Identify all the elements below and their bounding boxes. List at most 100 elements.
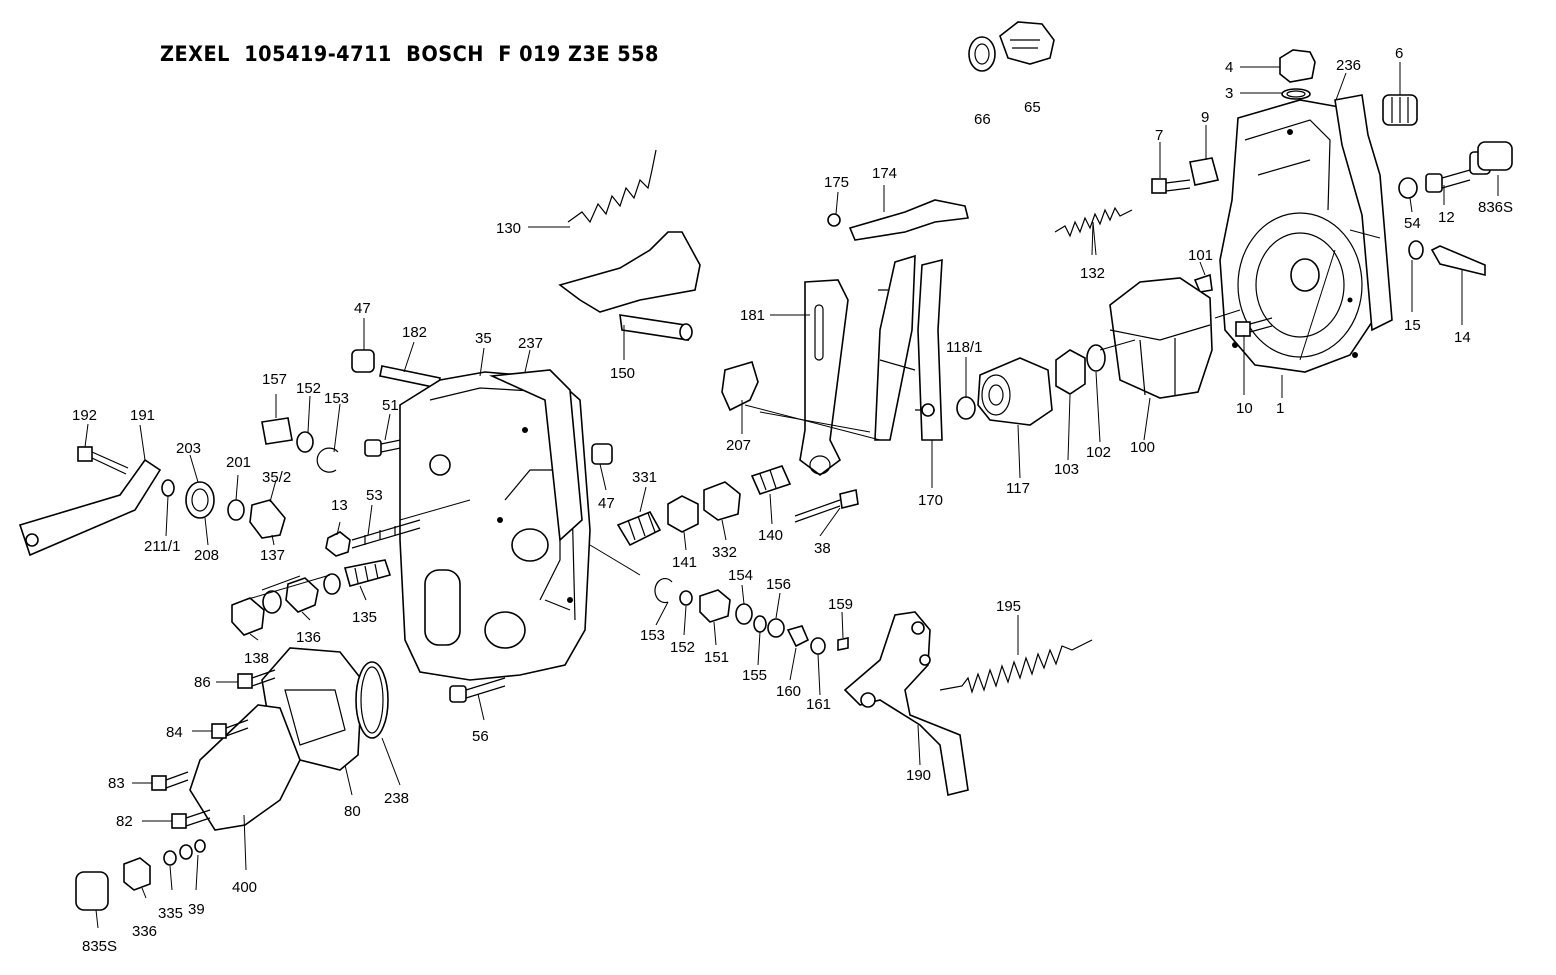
callout-400: 400 xyxy=(232,879,257,896)
callout-191: 191 xyxy=(130,407,155,424)
callout-336: 336 xyxy=(132,923,157,940)
bolt-10-drawing xyxy=(1235,317,1273,337)
callout-4: 4 xyxy=(1225,59,1233,76)
callout-159: 159 xyxy=(828,596,853,613)
plug-6-drawing xyxy=(1382,94,1418,126)
spring-130-drawing xyxy=(567,149,657,224)
screw-53-drawing xyxy=(325,499,471,557)
callout-leaders xyxy=(84,62,1499,929)
callout-9: 9 xyxy=(1201,109,1209,126)
spring-195-drawing xyxy=(939,639,1093,695)
callout-211-1: 211/1 xyxy=(144,538,180,555)
callout-152b: 152 xyxy=(670,639,695,656)
plunger-135-drawing xyxy=(231,559,392,636)
link-181-drawing xyxy=(799,279,849,476)
callout-155: 155 xyxy=(742,667,767,684)
plug-4-drawing xyxy=(1279,49,1316,100)
callout-1: 1 xyxy=(1276,400,1284,417)
callout-82: 82 xyxy=(116,813,133,830)
callout-170: 170 xyxy=(918,492,943,509)
callout-118-1: 118/1 xyxy=(946,339,982,356)
lever-170-drawing xyxy=(874,254,943,441)
callout-157: 157 xyxy=(262,371,287,388)
callout-201: 201 xyxy=(226,454,251,471)
lever-150-drawing xyxy=(558,231,701,341)
callout-836s: 836S xyxy=(1478,199,1513,216)
callout-12: 12 xyxy=(1438,209,1455,226)
nut-54-drawing xyxy=(1398,177,1418,199)
cap-835s-drawing xyxy=(75,839,206,911)
bolt-56-drawing xyxy=(449,677,506,703)
callout-101: 101 xyxy=(1188,247,1213,264)
callout-238: 238 xyxy=(384,790,409,807)
callout-6: 6 xyxy=(1395,45,1403,62)
callout-207: 207 xyxy=(726,437,751,454)
callout-195: 195 xyxy=(996,598,1021,615)
clip-207-drawing xyxy=(721,361,881,441)
callout-54: 54 xyxy=(1404,215,1421,232)
callout-38: 38 xyxy=(814,540,831,557)
callout-132: 132 xyxy=(1080,265,1105,282)
callout-53: 53 xyxy=(366,487,383,504)
callout-136: 136 xyxy=(296,629,321,646)
callout-86: 86 xyxy=(194,674,211,691)
callout-331: 331 xyxy=(632,469,657,486)
callout-80: 80 xyxy=(344,803,361,820)
callout-7: 7 xyxy=(1155,127,1163,144)
callout-237: 237 xyxy=(518,335,543,352)
gasket-236-drawing xyxy=(1334,94,1393,332)
callout-13: 13 xyxy=(331,497,348,514)
cap-47b-drawing xyxy=(591,443,613,465)
callout-335: 335 xyxy=(158,905,183,922)
callout-154: 154 xyxy=(728,567,753,584)
housing-1-drawing xyxy=(1219,99,1386,373)
callout-47: 47 xyxy=(354,300,371,317)
parts-151-161-drawing xyxy=(589,544,826,655)
callout-192: 192 xyxy=(72,407,97,424)
key-101-drawing xyxy=(1193,273,1213,293)
cap-47-drawing xyxy=(351,349,441,389)
spring-132-drawing xyxy=(1054,206,1133,238)
callout-66: 66 xyxy=(974,111,991,128)
callout-35: 35 xyxy=(475,330,492,347)
callout-181: 181 xyxy=(740,307,765,324)
pin-159-drawing xyxy=(837,637,849,651)
fitting-35-2-drawing xyxy=(161,479,286,539)
callout-35-2: 35/2 xyxy=(262,469,291,486)
callout-56: 56 xyxy=(472,728,489,745)
callout-153b: 153 xyxy=(640,627,665,644)
callout-15: 15 xyxy=(1404,317,1421,334)
callout-137: 137 xyxy=(260,547,285,564)
washer-118-1-drawing xyxy=(956,396,976,420)
lever-191-drawing xyxy=(18,446,162,557)
callout-14: 14 xyxy=(1454,329,1471,346)
spring-331-drawing xyxy=(616,465,859,547)
connector-lines xyxy=(759,229,1381,433)
callout-103: 103 xyxy=(1054,461,1079,478)
nut-103-drawing xyxy=(1055,349,1086,395)
callout-102: 102 xyxy=(1086,444,1111,461)
screw-12-drawing xyxy=(1425,141,1513,193)
callout-208: 208 xyxy=(194,547,219,564)
plug-157-drawing xyxy=(261,417,339,473)
sleeve-117-drawing xyxy=(977,357,1053,426)
ring-102-drawing xyxy=(1086,344,1106,372)
bracket-174-drawing xyxy=(827,199,969,241)
callout-84: 84 xyxy=(166,724,183,741)
fitting-65-drawing xyxy=(968,21,1055,72)
callout-51: 51 xyxy=(382,397,399,414)
callout-83: 83 xyxy=(108,775,125,792)
callout-156: 156 xyxy=(766,576,791,593)
callout-39: 39 xyxy=(188,901,205,918)
callout-117: 117 xyxy=(1006,480,1030,497)
callout-153: 153 xyxy=(324,390,349,407)
callout-175: 175 xyxy=(824,174,849,191)
callout-138: 138 xyxy=(244,650,269,667)
callout-65: 65 xyxy=(1024,99,1041,116)
callout-152: 152 xyxy=(296,380,321,397)
callout-203: 203 xyxy=(176,440,201,457)
gasket-237-drawing xyxy=(488,369,583,542)
callout-190: 190 xyxy=(906,767,931,784)
callout-236: 236 xyxy=(1336,57,1361,74)
